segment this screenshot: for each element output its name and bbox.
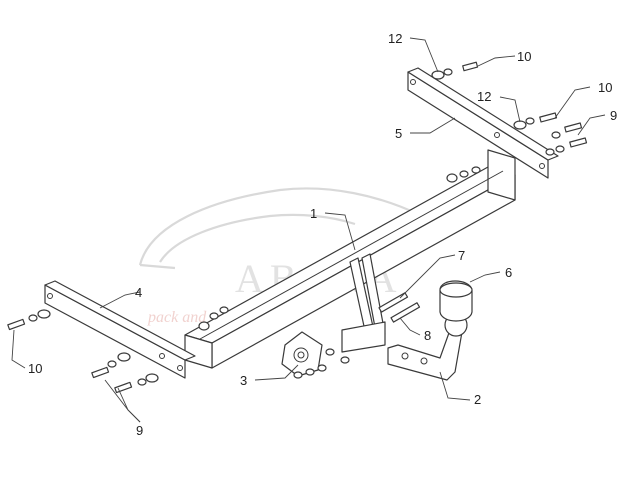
right-bracket bbox=[407, 67, 559, 179]
callout-7: 7 bbox=[458, 248, 465, 263]
callout-10-left: 10 bbox=[28, 361, 42, 376]
callout-6: 6 bbox=[505, 265, 512, 280]
callout-9-right: 9 bbox=[610, 108, 617, 123]
cross-beam bbox=[184, 149, 516, 369]
callout-10-top: 10 bbox=[517, 49, 531, 64]
callout-9-left: 9 bbox=[136, 423, 143, 438]
callout-2: 2 bbox=[474, 392, 481, 407]
ball-cover bbox=[439, 280, 473, 322]
callout-12-top: 12 bbox=[388, 31, 402, 46]
callout-12-middle: 12 bbox=[477, 89, 491, 104]
leader-lines bbox=[11, 37, 606, 423]
tow-ball-arm bbox=[387, 313, 468, 381]
callout-labels: 1 2 3 4 5 6 7 8 9 9 10 10 10 12 12 bbox=[28, 31, 617, 438]
callout-4: 4 bbox=[135, 285, 142, 300]
left-bracket bbox=[44, 280, 196, 379]
callout-8: 8 bbox=[424, 328, 431, 343]
callout-10-right: 10 bbox=[598, 80, 612, 95]
callout-3: 3 bbox=[240, 373, 247, 388]
callout-1: 1 bbox=[310, 206, 317, 221]
callout-5: 5 bbox=[395, 126, 402, 141]
socket-plate bbox=[281, 253, 386, 377]
